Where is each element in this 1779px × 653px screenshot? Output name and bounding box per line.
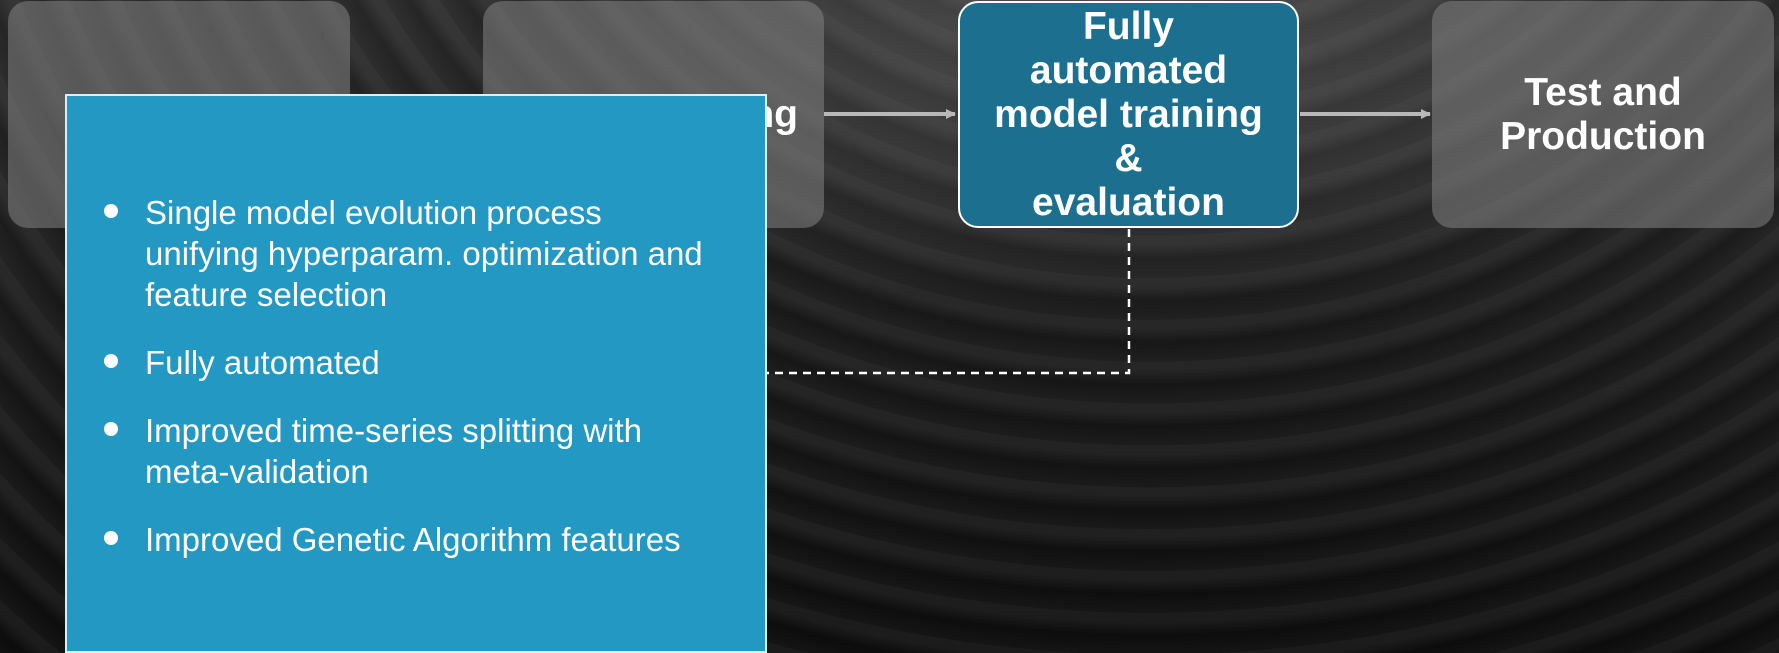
bullet-dot-icon: [104, 422, 118, 436]
details-bullet-item: Fully automated: [101, 342, 739, 383]
details-bullet-text: Improved time-series splitting with meta…: [145, 412, 642, 490]
dashed-callout-connector: [767, 229, 1131, 375]
details-bullet-text: Single model evolution process unifying …: [145, 194, 703, 313]
details-bullet-list: Single model evolution process unifying …: [101, 192, 739, 560]
details-bullet-text: Improved Genetic Algorithm features: [145, 521, 681, 558]
bullet-dot-icon: [104, 204, 118, 218]
bullet-dot-icon: [104, 531, 118, 545]
step-label-model-training: Fully automated model training & evaluat…: [994, 4, 1263, 224]
bullet-dot-icon: [104, 354, 118, 368]
details-bullet-item: Improved time-series splitting with meta…: [101, 410, 739, 492]
step-box-test-production: Test and Production: [1432, 1, 1774, 228]
details-bullet-item: Single model evolution process unifying …: [101, 192, 739, 315]
details-bullet-item: Improved Genetic Algorithm features: [101, 519, 739, 560]
step-box-model-training: Fully automated model training & evaluat…: [958, 1, 1299, 228]
step-label-test-production: Test and Production: [1500, 70, 1706, 158]
details-bullet-text: Fully automated: [145, 344, 380, 381]
details-callout: Single model evolution process unifying …: [65, 94, 767, 653]
